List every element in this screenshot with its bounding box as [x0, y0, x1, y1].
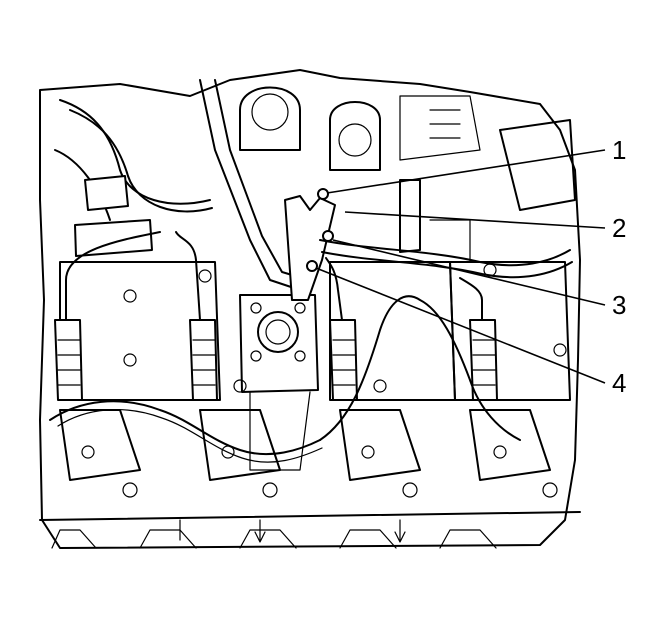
leader-4 — [315, 267, 606, 384]
leader-3 — [332, 239, 606, 306]
fastener-3 — [322, 230, 334, 242]
fastener-1 — [317, 188, 329, 200]
engine-assembly — [39, 69, 581, 549]
leader-lines — [315, 149, 606, 384]
callout-2: 2 — [612, 213, 626, 243]
injector-4 — [459, 277, 498, 401]
callout-1: 1 — [612, 135, 626, 165]
callout-4: 4 — [612, 368, 626, 398]
leader-1 — [326, 149, 606, 194]
injector-1 — [54, 231, 161, 401]
fastener-4 — [306, 260, 318, 272]
injector-3 — [325, 257, 358, 401]
leader-2 — [344, 211, 606, 229]
callout-labels: 1 2 3 4 — [612, 135, 626, 398]
callout-3: 3 — [612, 290, 626, 320]
injector-2 — [175, 231, 218, 401]
